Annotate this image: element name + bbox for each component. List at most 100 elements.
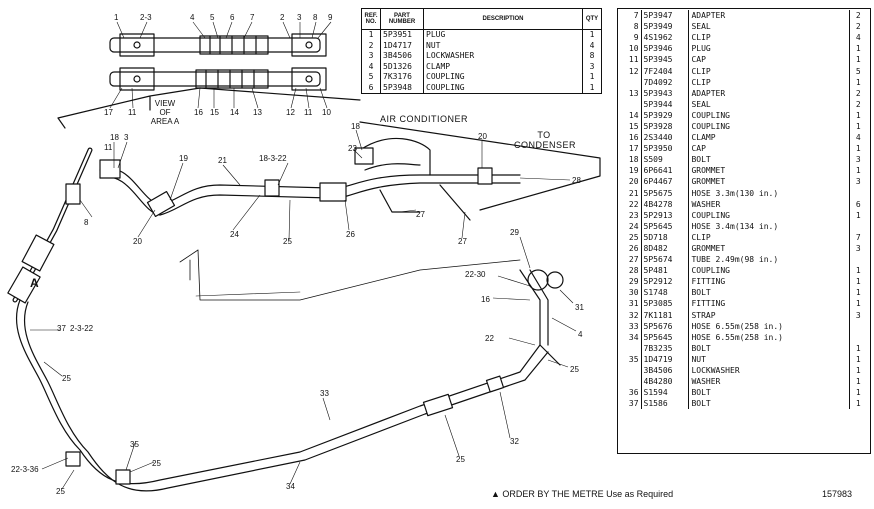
description-cell: NUT (423, 40, 583, 51)
ref-cell (621, 77, 641, 88)
description-cell: SEAL (688, 21, 850, 33)
col-description: DESCRIPTION (423, 8, 583, 30)
ref-cell (621, 99, 641, 110)
ref-cell: 31 (621, 298, 641, 309)
callout-12: 12 (286, 108, 295, 117)
ref-cell: 32 (621, 310, 641, 321)
qty-cell: 6 (848, 198, 867, 210)
callout-27a: 27 (416, 210, 425, 219)
callout-20a: 20 (478, 132, 487, 141)
qty-cell: 1 (848, 143, 867, 155)
callout-5: 5 (210, 13, 215, 22)
ref-number: 12 (628, 66, 639, 76)
description-cell: STRAP (688, 309, 850, 321)
air-conditioner-label: AIR CONDITIONER (380, 114, 469, 124)
callout-29: 29 (510, 228, 519, 237)
callout-19: 19 (179, 154, 188, 163)
ref-cell (621, 376, 641, 387)
callout-22-30: 22-30 (465, 270, 486, 279)
qty-cell (848, 320, 867, 332)
description-cell: CLIP (688, 231, 850, 243)
description-cell: COUPLING (688, 109, 850, 121)
part-number-cell: 6P4467 (640, 176, 689, 188)
ref-number: 30 (628, 288, 639, 298)
ref-number: 26 (628, 244, 639, 254)
ref-cell: 13 (621, 88, 641, 99)
ref-number: 9 (633, 33, 639, 43)
callout-7: 7 (250, 13, 255, 22)
area-a-detail (109, 33, 327, 91)
ref-cell: 6 (361, 82, 381, 94)
qty-cell (848, 254, 867, 266)
ref-cell: 29 (621, 276, 641, 287)
ref-number: 36 (628, 388, 639, 398)
frame-side (179, 249, 199, 281)
ref-cell: 36 (621, 387, 641, 398)
qty-cell: 3 (848, 154, 867, 166)
callout-11b: 11 (304, 108, 313, 117)
callout-25c: 25 (62, 374, 71, 383)
frame-lower (195, 291, 301, 297)
callout-25b: 25 (570, 365, 579, 374)
qty-cell: 1 (848, 398, 867, 410)
col-qty: QTY (582, 8, 602, 30)
ref-number: 32 (628, 310, 639, 320)
callout-8b: 8 (84, 218, 89, 227)
part-number-cell: 2S3440 (640, 132, 689, 144)
part-number-cell: 5P3950 (640, 143, 689, 155)
part-number-cell: S509 (640, 154, 689, 166)
qty-cell: 1 (848, 342, 867, 354)
ref-cell: 4 (361, 61, 381, 72)
frame-outline (57, 87, 361, 129)
hose-21 (99, 167, 521, 206)
col-part-number: PART NUMBER (380, 8, 424, 30)
ref-cell: 20 (621, 176, 641, 187)
qty-cell: 4 (582, 40, 602, 51)
col-ref-no: REF. NO. (361, 8, 381, 30)
ref-cell: 22 (621, 199, 641, 210)
description-cell: PLUG (688, 43, 850, 55)
callout-32: 32 (510, 437, 519, 446)
qty-cell: 1 (848, 209, 867, 221)
description-cell: COUPLING (423, 72, 583, 83)
ref-cell (621, 365, 641, 376)
callout-8: 8 (313, 13, 318, 22)
callout-34: 34 (286, 482, 295, 491)
ref-cell: 18 (621, 154, 641, 165)
ref-number: 19 (628, 166, 639, 176)
qty-cell: 8 (582, 51, 602, 62)
qty-cell: 2 (848, 98, 867, 110)
part-number-cell: 7K3176 (380, 72, 424, 83)
ref-cell: 7 (621, 10, 641, 21)
callout-3b: 3 (297, 13, 302, 22)
qty-cell (848, 331, 867, 343)
part-number-cell: 5P5645 (640, 331, 689, 343)
qty-cell: 1 (848, 165, 867, 177)
part-number-cell: 5P3085 (640, 298, 689, 310)
part-number-cell: 7K1181 (640, 309, 689, 321)
callout-2b: 2 (280, 13, 285, 22)
part-number-cell: 5D1326 (380, 61, 424, 72)
part-number-cell: 5P2912 (640, 276, 689, 288)
part-number-cell: 1D4717 (380, 40, 424, 51)
frame-rail (197, 249, 521, 301)
callout-18-3-22: 18-3-22 (259, 154, 287, 163)
ref-number: 15 (628, 121, 639, 131)
ref-cell: 37 (621, 398, 641, 409)
description-cell: LOCKWASHER (688, 365, 850, 377)
callout-20b: 20 (133, 237, 142, 246)
part-number-cell: 1D4719 (640, 353, 689, 365)
